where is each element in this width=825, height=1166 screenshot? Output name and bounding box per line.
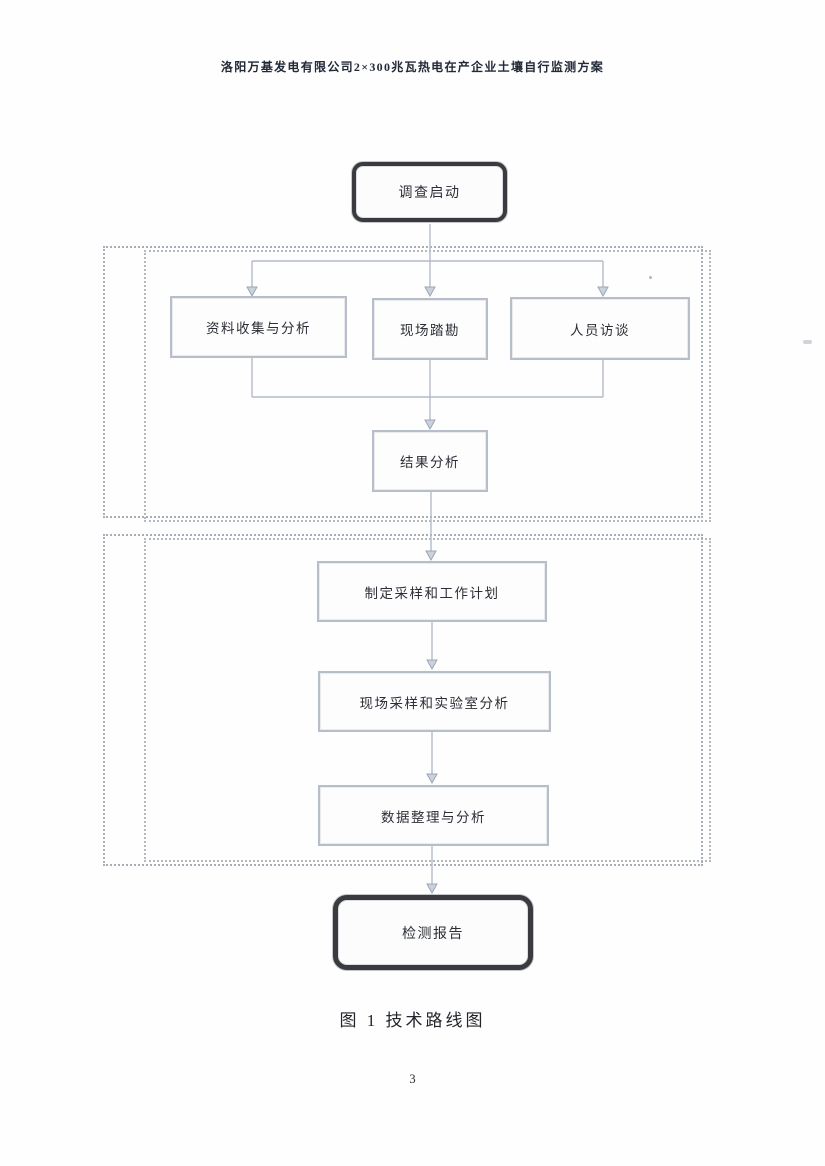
flow-node-collect-label: 资料收集与分析 (206, 321, 311, 336)
arrowhead-to-plan (425, 550, 437, 562)
flow-node-interview-label: 人员访谈 (570, 322, 630, 338)
arrowhead-to-interview (597, 286, 609, 298)
flow-node-plan: 制定采样和工作计划 (317, 561, 547, 622)
arrowhead-to-sampling (426, 659, 438, 671)
document-header: 洛阳万基发电有限公司2×300兆瓦热电在产企业土壤自行监测方案 (220, 60, 605, 74)
flow-node-start: 调查启动 (352, 162, 507, 222)
flow-node-sampling-label: 现场采样和实验室分析 (359, 695, 510, 711)
flow-node-sampling: 现场采样和实验室分析 (318, 671, 551, 732)
phase1-container-outer (103, 246, 703, 518)
flow-node-result-analysis: 结果分析 (372, 430, 488, 492)
phase2-container-outer (103, 534, 703, 866)
flow-node-site-survey: 现场踏勘 (372, 298, 488, 360)
flow-node-data-processing-label: 数据整理与分析 (381, 809, 486, 825)
arrowhead-to-collect (246, 286, 258, 298)
page-number: 3 (409, 1072, 416, 1086)
flow-node-report-label: 检测报告 (402, 926, 464, 942)
phase2-container-inner (144, 538, 711, 862)
scan-speck (649, 276, 652, 279)
flow-node-collect: 资料收集与分析 (170, 296, 347, 358)
figure-caption: 图 1 技术路线图 (339, 1011, 486, 1030)
flow-node-data-processing: 数据整理与分析 (318, 785, 549, 846)
flow-node-plan-label: 制定采样和工作计划 (364, 585, 500, 601)
arrowhead-to-site-survey (424, 286, 436, 298)
flow-node-result-analysis-label: 结果分析 (400, 455, 460, 470)
arrowhead-to-report (426, 883, 438, 895)
phase1-container-inner (144, 250, 711, 522)
flow-node-site-survey-label: 现场踏勘 (400, 323, 460, 338)
scan-smudge (803, 340, 812, 344)
flow-node-interview: 人员访谈 (510, 297, 690, 360)
arrowhead-to-data-processing (426, 773, 438, 785)
flow-node-report: 检测报告 (333, 895, 533, 970)
arrowhead-to-result (424, 419, 436, 431)
flow-node-start-label: 调查启动 (398, 186, 461, 201)
